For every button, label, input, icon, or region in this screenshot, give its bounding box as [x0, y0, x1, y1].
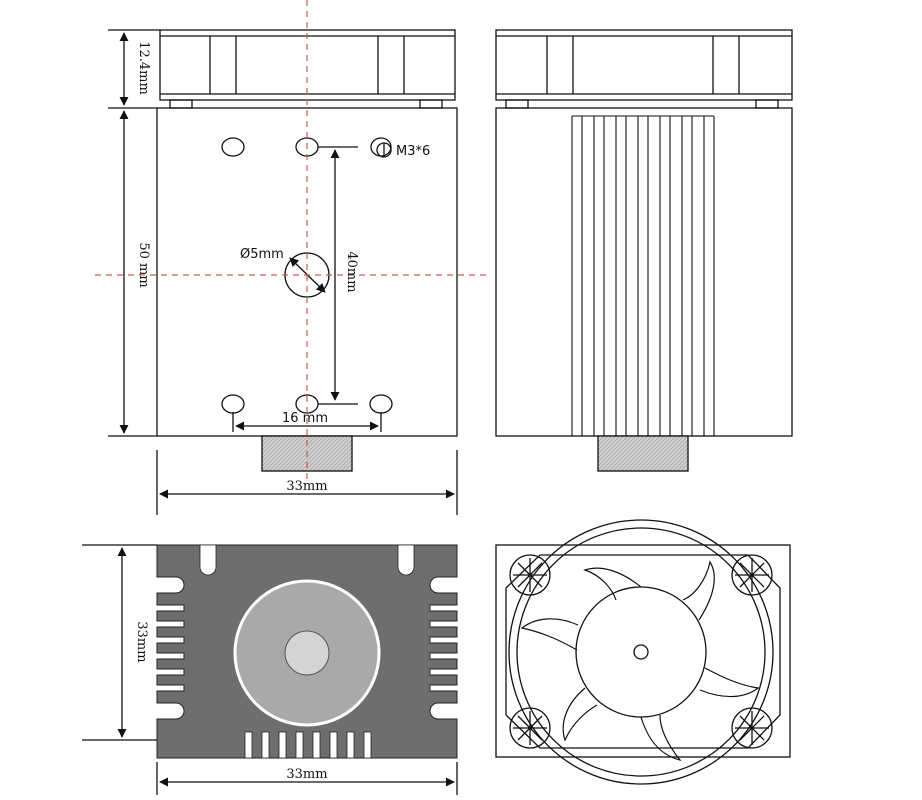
heatsink-view	[156, 544, 458, 759]
mount-hole	[221, 137, 245, 157]
side-view	[495, 29, 793, 472]
front-view	[156, 29, 458, 472]
label-hole-spacing-horizontal: 16 mm	[282, 411, 328, 426]
mount-hole	[221, 394, 245, 414]
corner-screw-holes	[509, 554, 773, 749]
fan-blades	[520, 560, 760, 762]
fan-frame	[495, 544, 791, 758]
label-fan-height: 12.4mm	[136, 41, 151, 95]
fan-view	[495, 519, 791, 785]
label-width-top: 33mm	[286, 479, 327, 494]
label-width-bottom: 33mm	[286, 767, 327, 782]
nozzle-side	[597, 435, 689, 472]
mount-hole	[370, 137, 392, 157]
left-dims-bottom	[82, 544, 458, 795]
center-lines	[95, 0, 490, 480]
mount-hole	[369, 394, 393, 414]
body-side	[495, 107, 793, 437]
label-body-height: 50 mm	[136, 242, 151, 287]
label-height-bottom: 33mm	[134, 621, 149, 662]
lens-inner	[284, 630, 330, 676]
label-hole-spacing-vertical: 40mm	[344, 251, 359, 292]
width-dim-top	[156, 450, 458, 515]
fan-ring	[508, 519, 774, 785]
label-screw: M3*6	[396, 144, 430, 159]
fan-housing-side	[495, 29, 793, 101]
label-center-hole: Ø5mm	[240, 247, 284, 262]
fan-hub	[575, 586, 707, 718]
side-fins	[571, 115, 715, 436]
left-dims-top	[108, 29, 160, 437]
